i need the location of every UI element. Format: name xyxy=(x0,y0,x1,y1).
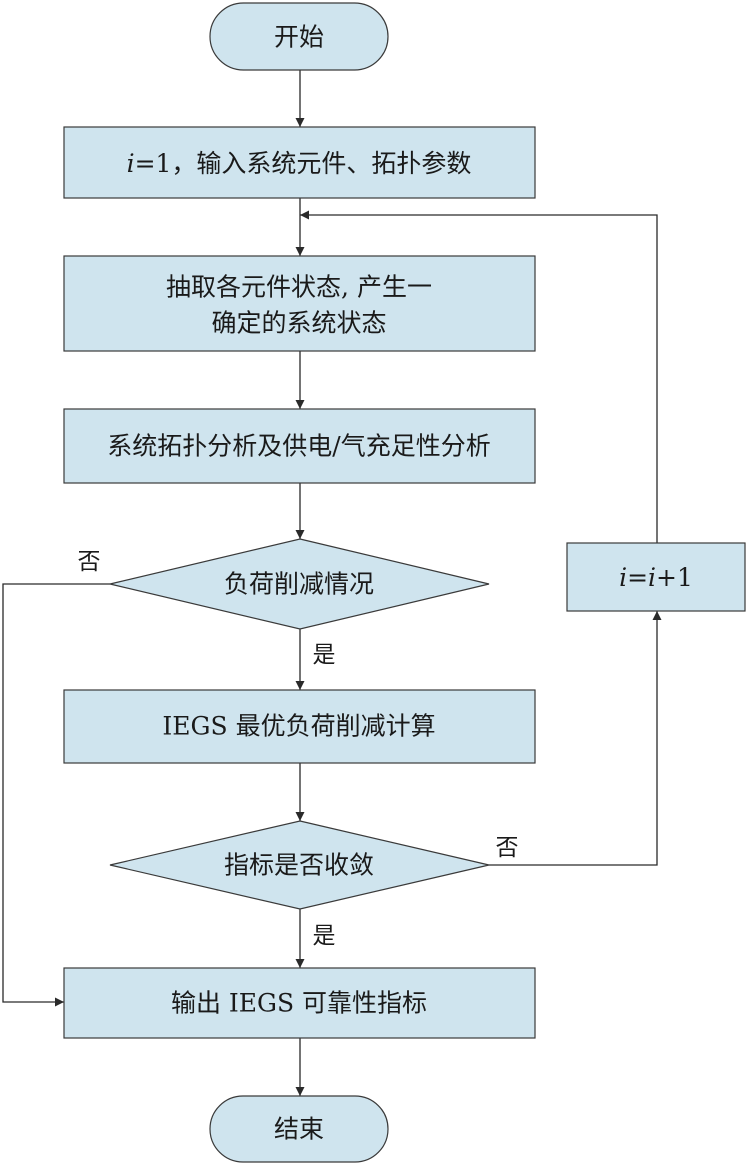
optimal-calc-node: IEGS 最优负荷削减计算 xyxy=(63,689,536,764)
output-box xyxy=(63,967,536,1039)
init-node: i=1，输入系统元件、拓扑参数 xyxy=(63,126,536,199)
start-node: 开始 xyxy=(209,2,389,71)
edge-labels: 否 是 否 是 xyxy=(78,549,519,949)
label-converge-yes: 是 xyxy=(313,923,336,949)
decision-converge-label: 指标是否收敛 xyxy=(224,851,374,880)
edges xyxy=(2,70,662,1096)
decision-converge: 指标是否收敛 xyxy=(109,820,490,910)
end-node: 结束 xyxy=(209,1095,389,1163)
decision-load-shed-diamond xyxy=(109,538,490,630)
decision-load-shed: 负荷削减情况 xyxy=(109,538,490,630)
edge-increment-loop-back xyxy=(300,210,658,543)
analysis-box xyxy=(63,408,536,484)
decision-converge-diamond xyxy=(109,820,490,910)
init-box xyxy=(63,126,536,199)
increment-label: i=i+1 xyxy=(619,563,693,592)
label-converge-no: 否 xyxy=(496,835,519,861)
label-shed-yes: 是 xyxy=(313,642,336,668)
init-label: i=1，输入系统元件、拓扑参数 xyxy=(127,149,472,178)
sample-box xyxy=(63,255,536,352)
increment-tail: +1 xyxy=(656,563,693,592)
sample-node: 抽取各元件状态, 产生一 确定的系统状态 xyxy=(63,255,536,352)
start-terminator xyxy=(209,2,389,71)
decision-load-shed-label: 负荷削减情况 xyxy=(224,570,374,599)
init-text: =1，输入系统元件、拓扑参数 xyxy=(135,149,472,178)
sample-label-line2: 确定的系统状态 xyxy=(211,309,386,338)
increment-var1: i xyxy=(619,563,627,592)
edge-decision2-no xyxy=(489,611,662,866)
analysis-node: 系统拓扑分析及供电/气充足性分析 xyxy=(63,408,536,484)
end-terminator xyxy=(209,1095,389,1163)
end-label: 结束 xyxy=(274,1115,324,1144)
analysis-label: 系统拓扑分析及供电/气充足性分析 xyxy=(107,432,490,461)
output-node: 输出 IEGS 可靠性指标 xyxy=(63,967,536,1039)
output-label: 输出 IEGS 可靠性指标 xyxy=(171,989,427,1018)
increment-box xyxy=(566,542,746,612)
init-var: i xyxy=(127,149,135,178)
increment-node: i=i+1 xyxy=(566,542,746,612)
start-label: 开始 xyxy=(274,23,324,52)
increment-eq: = xyxy=(627,563,648,592)
edge-decision1-no xyxy=(2,583,110,1007)
sample-label-line1: 抽取各元件状态, 产生一 xyxy=(166,273,432,302)
increment-var2: i xyxy=(648,563,656,592)
optimal-calc-label: IEGS 最优负荷削减计算 xyxy=(162,712,435,741)
label-shed-no: 否 xyxy=(78,549,101,575)
optimal-calc-box xyxy=(63,689,536,764)
